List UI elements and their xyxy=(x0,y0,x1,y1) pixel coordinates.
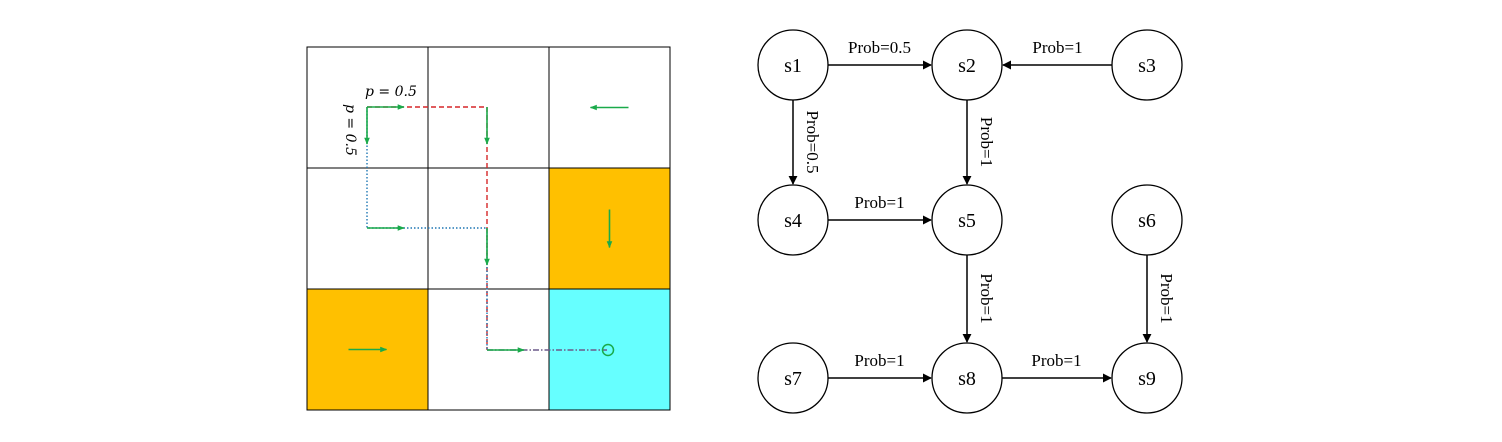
edge-label-s5-s8: Prob=1 xyxy=(977,273,996,323)
node-s8: s8 xyxy=(931,342,1003,414)
prob-label-top: p = 0.5 xyxy=(365,84,417,100)
edge-label-s1-s2: Prob=0.5 xyxy=(848,38,911,57)
node-s9: s9 xyxy=(1111,342,1183,414)
cell-policy-arrows xyxy=(348,104,629,353)
node-s3: s3 xyxy=(1111,29,1183,101)
node-circle xyxy=(1111,29,1183,101)
node-label: s9 xyxy=(1138,368,1156,390)
edge-label-s2-s5: Prob=1 xyxy=(977,117,996,167)
node-s2: s2 xyxy=(931,29,1003,101)
prob-label-left: p = 0.5 xyxy=(342,104,358,156)
grid-cell-empty xyxy=(427,46,550,169)
node-circle xyxy=(1111,342,1183,414)
edge-label-s4-s5: Prob=1 xyxy=(854,193,904,212)
grid-cell-empty xyxy=(427,167,550,290)
node-s7: s7 xyxy=(757,342,829,414)
node-label: s7 xyxy=(784,368,802,390)
node-s1: s1 xyxy=(757,29,829,101)
node-circle xyxy=(757,184,829,256)
graph-nodes: s1 s2 s3 s4 s5 s6 s7 s8 s9 xyxy=(757,29,1183,414)
node-label: s2 xyxy=(958,55,976,77)
path-blue-dotted xyxy=(366,107,488,350)
node-circle xyxy=(757,342,829,414)
node-label: s5 xyxy=(958,210,976,232)
node-circle xyxy=(931,184,1003,256)
grid-cell-goal xyxy=(548,288,671,411)
goal-circle-icon xyxy=(601,343,615,357)
edge-label-s1-s4: Prob=0.5 xyxy=(803,111,822,174)
node-circle xyxy=(757,29,829,101)
edge-label-s7-s8: Prob=1 xyxy=(854,351,904,370)
node-circle xyxy=(1111,184,1183,256)
node-circle xyxy=(931,342,1003,414)
node-s4: s4 xyxy=(757,184,829,256)
node-s5: s5 xyxy=(931,184,1003,256)
gridworld: p = 0.5 p = 0.5 xyxy=(306,46,671,411)
trajectory-action-arrows xyxy=(364,104,525,353)
node-label: s3 xyxy=(1138,55,1156,77)
edge-label-s3-s2: Prob=1 xyxy=(1032,38,1082,57)
node-circle xyxy=(931,29,1003,101)
node-label: s8 xyxy=(958,368,976,390)
grid-cells xyxy=(306,46,671,411)
node-label: s1 xyxy=(784,55,802,77)
edge-label-s8-s9: Prob=1 xyxy=(1031,351,1081,370)
node-label: s6 xyxy=(1138,210,1156,232)
node-label: s4 xyxy=(784,210,802,232)
edge-label-s6-s9: Prob=1 xyxy=(1157,273,1176,323)
node-s6: s6 xyxy=(1111,184,1183,256)
